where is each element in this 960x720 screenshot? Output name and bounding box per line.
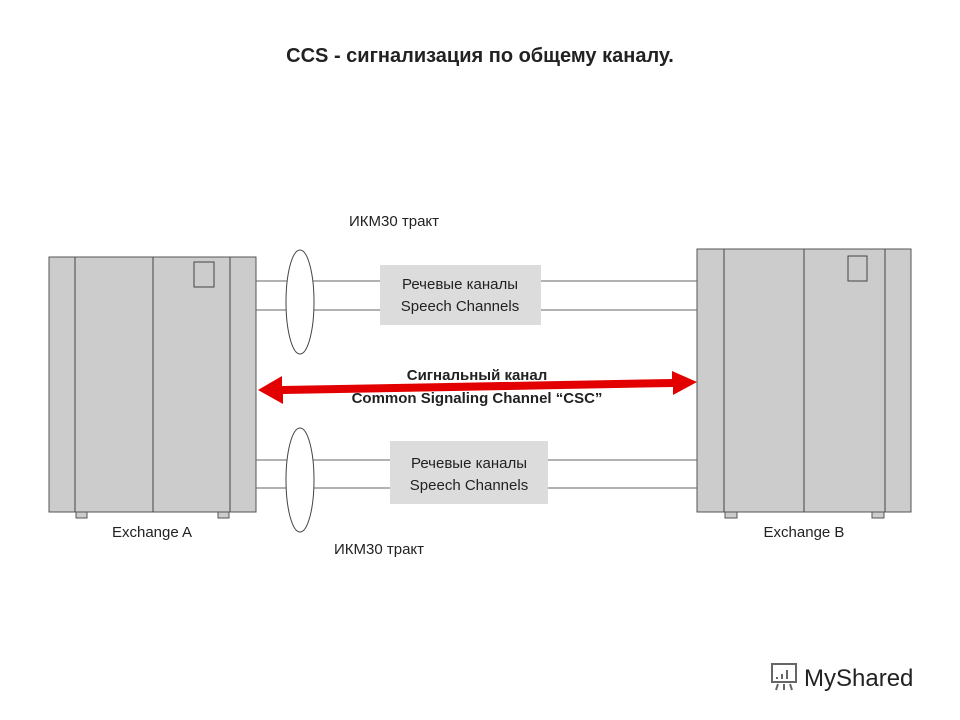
trunk-label-bottom: ИКМ30 тракт [334, 541, 424, 558]
speech-label-bottom-en: Speech Channels [410, 477, 528, 494]
exchange-b-label: Exchange B [764, 524, 845, 541]
bottom-speech-lines [256, 427, 697, 533]
speech-label-bottom-ru: Речевые каналы [411, 455, 527, 472]
top-speech-lines [256, 249, 697, 355]
speech-label-top-ru: Речевые каналы [402, 276, 518, 293]
trunk-label-top: ИКМ30 тракт [349, 213, 439, 230]
exchange-b-cabinet [696, 248, 912, 519]
watermark-logo: MyShared [804, 665, 913, 692]
exchange-a-cabinet [48, 256, 257, 519]
speech-label-top-en: Speech Channels [401, 298, 519, 315]
page-title: CCS - сигнализация по общему каналу. [286, 45, 674, 67]
signaling-label-ru: Сигнальный канал [407, 367, 548, 384]
signaling-label-en: Common Signaling Channel “CSC” [352, 390, 603, 407]
signaling-arrow [258, 371, 697, 404]
presentation-icon [771, 663, 797, 691]
exchange-a-label: Exchange A [112, 524, 192, 541]
